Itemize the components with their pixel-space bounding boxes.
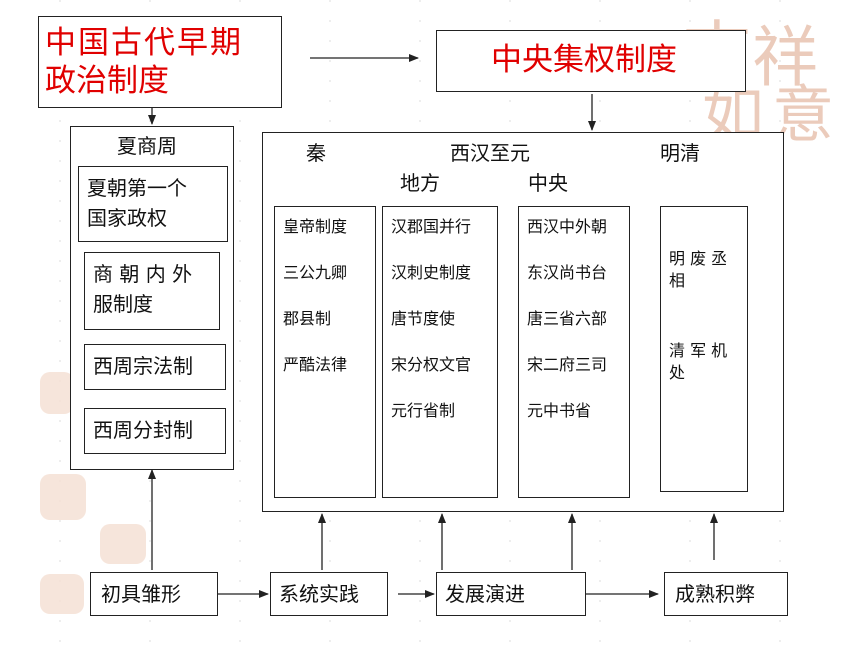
- list-item: 明 废 丞: [669, 249, 728, 268]
- header-qin: 秦: [306, 141, 326, 165]
- column-difang: 汉郡国并行 汉刺史制度 唐节度使 宋分权文官 元行省制: [382, 206, 498, 498]
- column-qin: 皇帝制度 三公九卿 郡县制 严酷法律: [274, 206, 376, 498]
- stage-chujuchuxing: 初具雏形: [90, 572, 218, 616]
- list-item: 汉刺史制度: [391, 263, 472, 282]
- list-item: 元中书省: [527, 401, 592, 420]
- seal-stamp-left-1: [40, 372, 74, 414]
- central-power-label: 中央集权制度: [491, 42, 677, 78]
- zongfa-item: 西周宗法制: [84, 344, 226, 390]
- column-zhongyang: 西汉中外朝 东汉尚书台 唐三省六部 宋二府三司 元中书省: [518, 206, 630, 498]
- stage-label: 系统实践: [279, 582, 359, 606]
- stage-label: 发展演进: [445, 582, 525, 606]
- seal-stamp-left-3: [100, 524, 146, 564]
- list-item: 皇帝制度: [283, 217, 348, 236]
- seal-stamp-left-4: [40, 574, 84, 614]
- column-ming-qing: 明 废 丞 相 清 军 机 处: [660, 206, 748, 492]
- list-item: 东汉尚书台: [527, 263, 608, 282]
- stage-fazhanyanjin: 发展演进: [436, 572, 586, 616]
- list-item: 唐节度使: [391, 309, 456, 328]
- xia-dynasty-item: 夏朝第一个 国家政权: [78, 166, 228, 242]
- shang-dynasty-item: 商 朝 内 外 服制度: [84, 252, 220, 330]
- header-ming-qing: 明清: [660, 141, 700, 165]
- central-power-box: 中央集权制度: [436, 30, 746, 92]
- xia-line-2: 国家政权: [87, 206, 167, 230]
- xia-line-1: 夏朝第一个: [87, 176, 187, 200]
- list-item: 西汉中外朝: [527, 217, 608, 236]
- zongfa-label: 西周宗法制: [93, 354, 193, 378]
- title-box: 中国古代早期 政治制度: [38, 16, 282, 108]
- title-line-1: 中国古代早期: [45, 25, 243, 61]
- stage-chengshujibi: 成熟积弊: [664, 572, 788, 616]
- seal-stamp-left-2: [40, 474, 86, 520]
- sub-header-zhongyang: 中央: [528, 171, 568, 195]
- list-item: 郡县制: [283, 309, 332, 328]
- list-item: 宋二府三司: [527, 355, 608, 374]
- list-item: 汉郡国并行: [391, 217, 472, 236]
- list-item: 三公九卿: [283, 263, 348, 282]
- list-item: 清 军 机: [669, 341, 728, 360]
- title-line-2: 政治制度: [45, 63, 169, 99]
- list-item: 宋分权文官: [391, 355, 472, 374]
- stage-label: 初具雏形: [101, 582, 181, 606]
- shang-line-2: 服制度: [93, 292, 153, 316]
- sub-header-difang: 地方: [400, 171, 440, 195]
- stage-label: 成熟积弊: [675, 582, 755, 606]
- list-item: 唐三省六部: [527, 309, 608, 328]
- list-item: 处: [669, 363, 686, 382]
- list-item: 严酷法律: [283, 355, 348, 374]
- stage-xitongshijian: 系统实践: [270, 572, 388, 616]
- xsz-heading: 夏商周: [117, 134, 177, 158]
- fenfeng-label: 西周分封制: [93, 418, 193, 442]
- shang-line-1: 商 朝 内 外: [93, 262, 193, 286]
- header-xihan-yuan: 西汉至元: [450, 141, 530, 165]
- list-item: 相: [669, 271, 686, 290]
- fenfeng-item: 西周分封制: [84, 408, 226, 454]
- list-item: 元行省制: [391, 401, 456, 420]
